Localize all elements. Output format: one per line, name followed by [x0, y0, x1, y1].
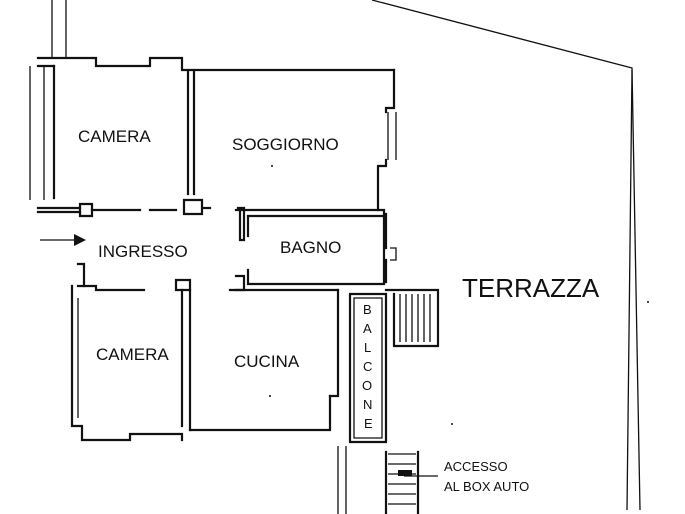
room-label-bagno: BAGNO	[280, 238, 341, 257]
balcone-letter: C	[363, 359, 372, 374]
access-label-line1: ACCESSO	[444, 459, 508, 474]
balcone-letter: B	[363, 302, 372, 317]
interior-walls	[76, 70, 440, 514]
balcone-label: B A L C O N E	[362, 302, 373, 431]
terrace-outline	[371, 0, 641, 511]
room-label-camera-bottom: CAMERA	[96, 345, 169, 364]
entry-arrow-icon	[40, 234, 86, 246]
room-label-cucina: CUCINA	[234, 352, 300, 371]
balcone-letter: E	[364, 416, 373, 431]
room-label-camera-top: CAMERA	[78, 127, 151, 146]
speck-marks	[269, 165, 649, 425]
room-label-ingresso: INGRESSO	[98, 242, 188, 261]
outer-walls	[29, 0, 397, 442]
access-label-line2: AL BOX AUTO	[444, 479, 529, 494]
balcone-letter: A	[363, 321, 372, 336]
balcone-letter: O	[362, 378, 372, 393]
balcone-letter: N	[363, 397, 372, 412]
room-label-soggiorno: SOGGIORNO	[232, 135, 339, 154]
balcone-letter: L	[364, 340, 371, 355]
area-label-terrazza: TERRAZZA	[462, 273, 600, 303]
